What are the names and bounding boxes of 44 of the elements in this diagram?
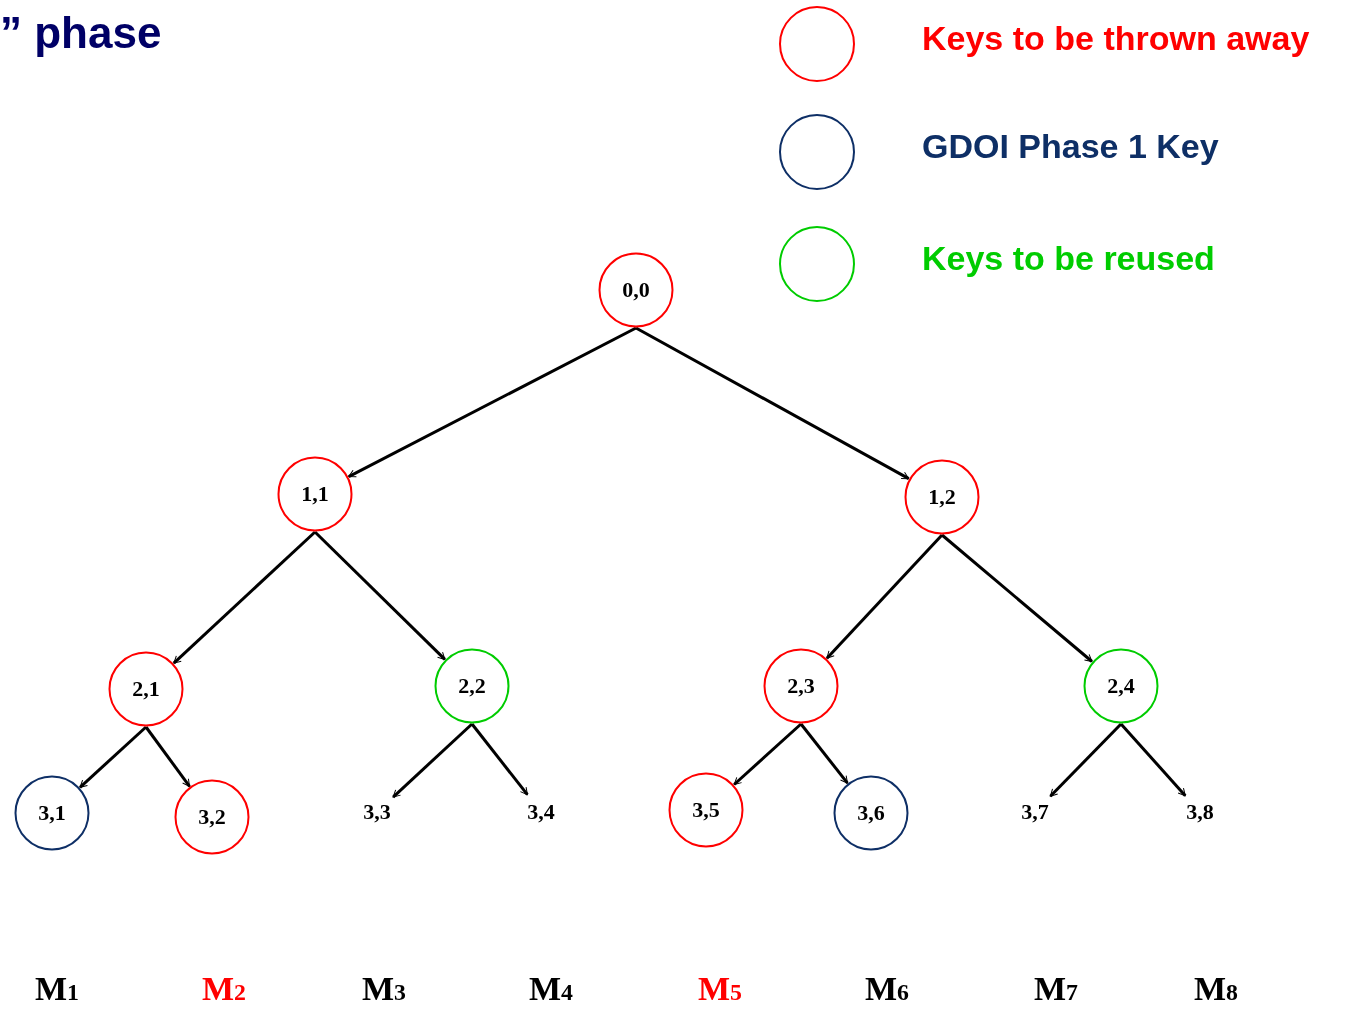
key-circle [598, 252, 674, 328]
key-label: 2,2 [458, 673, 486, 699]
key-label: 3,3 [363, 799, 391, 825]
arrow [313, 530, 446, 661]
arrow [635, 326, 910, 480]
key-label: 3,2 [198, 804, 226, 830]
slide-title: ” phase [0, 8, 162, 58]
key-label: 2,1 [132, 676, 160, 702]
arrow [144, 726, 191, 788]
legend-text: Keys to be thrown away [922, 18, 1310, 58]
key-label: 3,4 [527, 799, 555, 825]
arrow [79, 725, 147, 789]
key-circle [833, 775, 909, 851]
legend-text: GDOI Phase 1 Key [922, 126, 1219, 166]
key-circle [108, 651, 184, 727]
key-label: 3,1 [38, 800, 66, 826]
key-label: 2,4 [1107, 673, 1135, 699]
arrow [825, 533, 944, 660]
arrow [470, 723, 529, 796]
key-circle [904, 459, 980, 535]
key-circle [1083, 648, 1159, 724]
key-circle [14, 775, 90, 851]
key-label: 3,6 [857, 800, 885, 826]
key-label: 3,8 [1186, 799, 1214, 825]
arrow [348, 326, 637, 478]
key-label: 2,3 [787, 673, 815, 699]
arrow [172, 530, 317, 665]
key-circle [174, 779, 250, 855]
arrow [733, 722, 802, 786]
key-circle [434, 648, 510, 724]
arrow [1119, 723, 1187, 797]
key-label: 0,0 [622, 277, 650, 303]
key-circle [763, 648, 839, 724]
key-circle [277, 456, 353, 532]
key-circle [668, 772, 744, 848]
arrow [941, 533, 1093, 663]
key-label: 3,7 [1021, 799, 1049, 825]
key-label: 3,5 [692, 797, 720, 823]
arrow [799, 723, 849, 785]
legend-text: Keys to be reused [922, 238, 1215, 278]
arrow [392, 722, 473, 799]
key-label: 1,2 [928, 484, 956, 510]
arrow [1049, 722, 1123, 798]
key-label: 1,1 [301, 481, 329, 507]
